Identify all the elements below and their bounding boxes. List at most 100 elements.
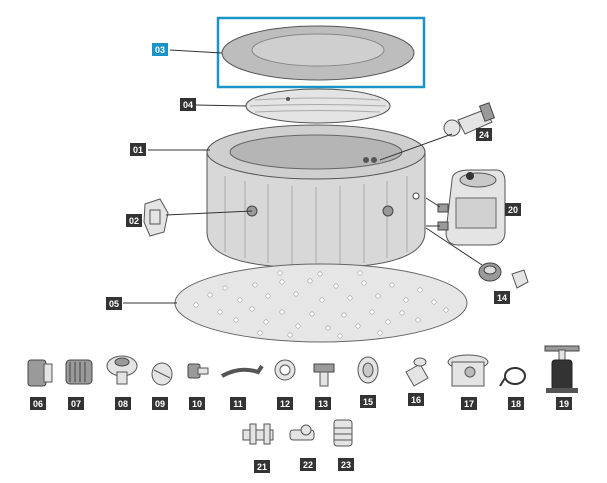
callout-number: 06 bbox=[33, 399, 43, 409]
part-16-elbow[interactable] bbox=[405, 357, 429, 387]
callout-06[interactable]: 06 bbox=[30, 397, 46, 410]
callout-18[interactable]: 18 bbox=[508, 397, 524, 410]
callout-box bbox=[505, 203, 521, 216]
callout-number: 08 bbox=[118, 399, 128, 409]
part-01-spa-body[interactable] bbox=[206, 124, 426, 269]
leader-04 bbox=[195, 104, 247, 107]
part-17-filter-housing[interactable] bbox=[447, 354, 489, 387]
callout-box bbox=[152, 43, 168, 56]
callout-11[interactable]: 11 bbox=[230, 397, 246, 410]
callout-19[interactable]: 19 bbox=[556, 397, 572, 410]
callout-13[interactable]: 13 bbox=[315, 397, 331, 410]
callout-08[interactable]: 08 bbox=[115, 397, 131, 410]
callout-number: 12 bbox=[280, 399, 290, 409]
callout-05[interactable]: 05 bbox=[106, 297, 122, 310]
leader-03 bbox=[169, 49, 223, 54]
part-24-valve[interactable] bbox=[443, 102, 496, 137]
callout-box bbox=[338, 458, 354, 471]
callout-number: 16 bbox=[411, 395, 421, 405]
callout-number: 10 bbox=[192, 399, 202, 409]
callout-14[interactable]: 14 bbox=[494, 291, 510, 304]
callout-04[interactable]: 04 bbox=[180, 98, 196, 111]
part-12-ring[interactable] bbox=[274, 359, 296, 381]
callout-box bbox=[30, 397, 46, 410]
callout-box bbox=[315, 397, 331, 410]
part-19-hand-pump[interactable] bbox=[544, 345, 580, 393]
callout-number: 09 bbox=[155, 399, 165, 409]
callout-15[interactable]: 15 bbox=[360, 395, 376, 408]
part-09-clip[interactable] bbox=[151, 362, 173, 386]
callout-box bbox=[476, 128, 492, 141]
callout-box bbox=[408, 393, 424, 406]
part-18-hose[interactable] bbox=[499, 367, 526, 387]
callout-box bbox=[300, 458, 316, 471]
callout-box bbox=[115, 397, 131, 410]
callout-box bbox=[189, 397, 205, 410]
part-22-connector[interactable] bbox=[289, 424, 315, 441]
callout-box bbox=[277, 397, 293, 410]
part-21-connector[interactable] bbox=[242, 423, 274, 445]
callout-02[interactable]: 02 bbox=[126, 214, 142, 227]
callout-number: 23 bbox=[341, 460, 351, 470]
part-02-buckle[interactable] bbox=[143, 198, 169, 237]
callout-09[interactable]: 09 bbox=[152, 397, 168, 410]
callout-number: 04 bbox=[183, 100, 193, 110]
leader-20a bbox=[425, 197, 441, 208]
part-15-cap[interactable] bbox=[357, 356, 379, 384]
callout-number: 15 bbox=[363, 397, 373, 407]
callout-box bbox=[68, 397, 84, 410]
callout-16[interactable]: 16 bbox=[408, 393, 424, 406]
callout-20[interactable]: 20 bbox=[505, 203, 521, 216]
callout-10[interactable]: 10 bbox=[189, 397, 205, 410]
callout-box bbox=[126, 214, 142, 227]
callout-07[interactable]: 07 bbox=[68, 397, 84, 410]
callout-24[interactable]: 24 bbox=[476, 128, 492, 141]
callout-number: 22 bbox=[303, 460, 313, 470]
callout-number: 11 bbox=[233, 399, 243, 409]
part-13-valve[interactable] bbox=[313, 363, 335, 387]
part-11-wrench[interactable] bbox=[221, 364, 264, 378]
callout-box bbox=[508, 397, 524, 410]
part-06-fitting[interactable] bbox=[27, 359, 53, 387]
callout-box bbox=[152, 397, 168, 410]
callout-number: 24 bbox=[479, 130, 489, 140]
callout-number: 02 bbox=[129, 216, 139, 226]
part-05-ground-mat[interactable] bbox=[174, 263, 468, 343]
callout-box bbox=[230, 397, 246, 410]
callout-17[interactable]: 17 bbox=[461, 397, 477, 410]
part-20-pump[interactable] bbox=[437, 169, 506, 246]
part-14-drain-valve[interactable] bbox=[478, 262, 529, 289]
callout-number: 03 bbox=[155, 45, 165, 55]
callout-box bbox=[254, 460, 270, 473]
callout-number: 19 bbox=[559, 399, 569, 409]
part-07-filter-cartridge[interactable] bbox=[65, 359, 93, 385]
callout-22[interactable]: 22 bbox=[300, 458, 316, 471]
leader-02 bbox=[165, 210, 253, 216]
part-23-adapter[interactable] bbox=[333, 419, 353, 447]
leader-24 bbox=[379, 133, 453, 161]
callout-box bbox=[461, 397, 477, 410]
callout-12[interactable]: 12 bbox=[277, 397, 293, 410]
callout-box bbox=[494, 291, 510, 304]
callout-23[interactable]: 23 bbox=[338, 458, 354, 471]
part-10-plug[interactable] bbox=[187, 363, 209, 379]
callout-21[interactable]: 21 bbox=[254, 460, 270, 473]
callout-number: 01 bbox=[133, 145, 143, 155]
callout-03[interactable]: 03 bbox=[152, 43, 168, 56]
callout-box bbox=[360, 395, 376, 408]
part-03-cover[interactable] bbox=[221, 25, 415, 81]
callout-number: 05 bbox=[109, 299, 119, 309]
part-04-inflatable-lid[interactable] bbox=[245, 88, 391, 124]
part-08-floating-dispenser[interactable] bbox=[106, 355, 138, 385]
callout-01[interactable]: 01 bbox=[130, 143, 146, 156]
callout-number: 18 bbox=[511, 399, 521, 409]
callout-number: 07 bbox=[71, 399, 81, 409]
callout-number: 14 bbox=[497, 293, 507, 303]
callout-number: 21 bbox=[257, 462, 267, 472]
leader-14 bbox=[425, 227, 483, 266]
callout-box bbox=[180, 98, 196, 111]
callout-number: 20 bbox=[508, 205, 518, 215]
callout-box bbox=[106, 297, 122, 310]
callout-box bbox=[130, 143, 146, 156]
